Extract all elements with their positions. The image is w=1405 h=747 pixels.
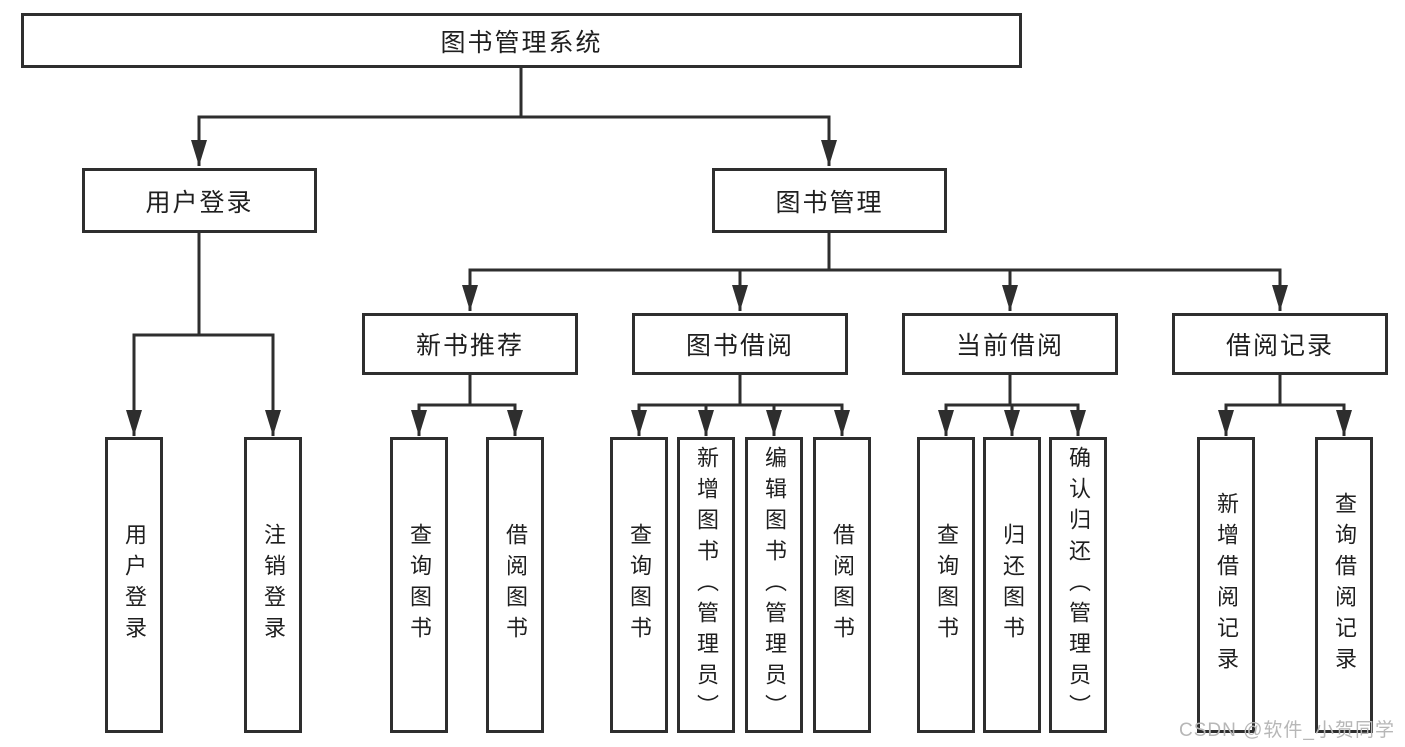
leaf-return-books-label: 归还图书	[1000, 523, 1025, 647]
leaf-confirm-return-admin-label: 确认归还（管理员）	[1066, 445, 1091, 725]
leaf-add-borrow-record-label: 新增借阅记录	[1214, 492, 1239, 678]
node-book-management: 图书管理	[712, 168, 947, 233]
connectors-user-login-children	[126, 233, 281, 436]
leaf-query-borrow-record-label: 查询借阅记录	[1332, 492, 1357, 678]
node-borrowing-records: 借阅记录	[1172, 313, 1388, 375]
node-book-borrowing-label: 图书借阅	[685, 332, 794, 360]
leaf-newbook-borrow-books-label: 借阅图书	[503, 523, 528, 647]
leaf-return-books: 归还图书	[983, 437, 1041, 733]
node-user-login: 用户登录	[82, 168, 317, 233]
connectors-new-book-children	[411, 375, 523, 436]
node-book-management-label: 图书管理	[775, 188, 884, 217]
leaf-newbook-query-books-label: 查询图书	[407, 523, 432, 647]
leaf-edit-books-admin-label: 编辑图书（管理员）	[762, 445, 787, 725]
leaf-user-login: 用户登录	[105, 437, 163, 733]
leaf-user-login-label: 用户登录	[122, 523, 147, 647]
leaf-query-borrow-record: 查询借阅记录	[1315, 437, 1373, 733]
leaf-confirm-return-admin: 确认归还（管理员）	[1049, 437, 1107, 733]
leaf-borrowing-query-books: 查询图书	[610, 437, 668, 733]
node-user-login-label: 用户登录	[145, 188, 254, 217]
connectors-book-borrow-children	[631, 375, 850, 436]
leaf-borrowing-borrow-books-label: 借阅图书	[830, 523, 855, 647]
node-book-borrowing: 图书借阅	[632, 313, 848, 375]
leaf-borrowing-borrow-books: 借阅图书	[813, 437, 871, 733]
connectors-current-borrow-children	[938, 375, 1086, 436]
leaf-newbook-borrow-books: 借阅图书	[486, 437, 544, 733]
connectors-root-to-level2	[191, 68, 837, 166]
leaf-add-borrow-record: 新增借阅记录	[1197, 437, 1255, 733]
csdn-watermark: CSDN @软件_小贺同学	[1179, 720, 1395, 741]
node-root-label: 图书管理系统	[440, 28, 603, 57]
leaf-borrowing-query-books-label: 查询图书	[627, 523, 652, 647]
leaf-add-books-admin-label: 新增图书（管理员）	[694, 445, 719, 725]
connectors-borrow-record-children	[1218, 375, 1352, 436]
leaf-current-query-books-label: 查询图书	[934, 523, 959, 647]
node-root: 图书管理系统	[21, 13, 1022, 68]
node-borrowing-records-label: 借阅记录	[1225, 332, 1334, 360]
leaf-logout-label: 注销登录	[261, 523, 286, 647]
node-new-book-recommend-label: 新书推荐	[415, 332, 524, 360]
leaf-logout: 注销登录	[244, 437, 302, 733]
node-current-borrowing: 当前借阅	[902, 313, 1118, 375]
leaf-current-query-books: 查询图书	[917, 437, 975, 733]
leaf-newbook-query-books: 查询图书	[390, 437, 448, 733]
leaf-add-books-admin: 新增图书（管理员）	[677, 437, 735, 733]
leaf-edit-books-admin: 编辑图书（管理员）	[745, 437, 803, 733]
node-new-book-recommend: 新书推荐	[362, 313, 578, 375]
connectors-book-mgmt-to-level3	[462, 233, 1288, 311]
node-current-borrowing-label: 当前借阅	[955, 332, 1064, 360]
